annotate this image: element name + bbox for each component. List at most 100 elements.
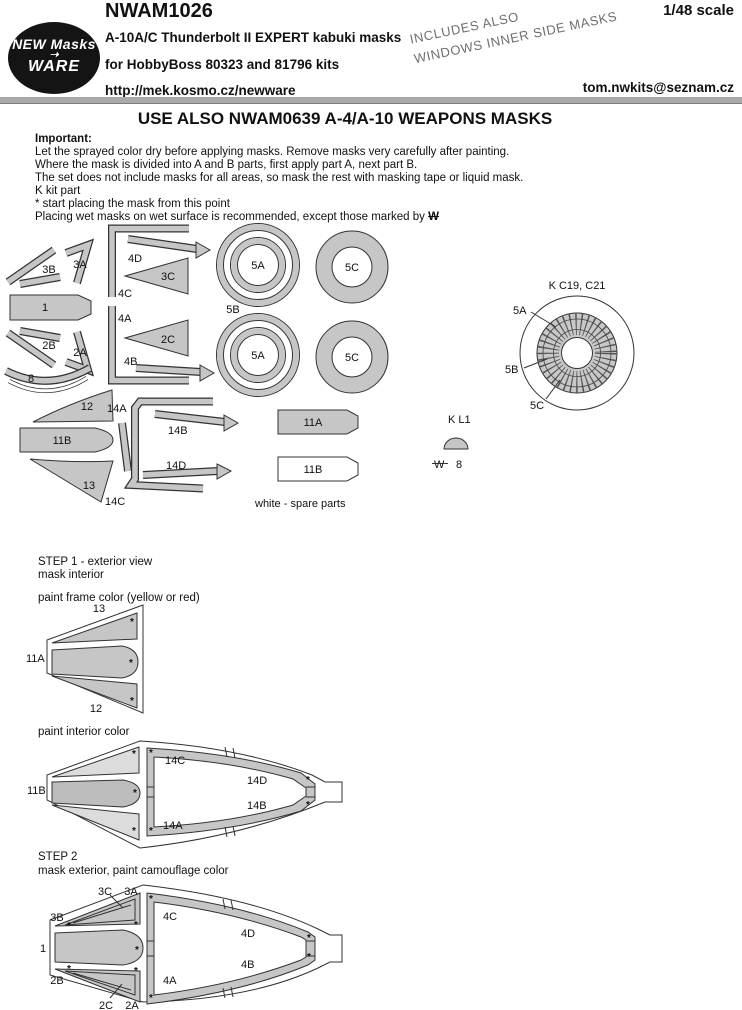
instruction-line: Where the mask is divided into A and B p… (35, 159, 418, 171)
windscreen-panels: * * * (51, 746, 141, 841)
start-marker: * (132, 826, 136, 837)
product-title: A-10A/C Thunderbolt II EXPERT kabuki mas… (105, 30, 402, 45)
part-label: 3C (161, 271, 175, 283)
part-label: 4C (118, 288, 132, 300)
part-label: 11A (304, 417, 323, 429)
part-label: 11B (53, 435, 72, 447)
part-label: 5A (251, 350, 265, 362)
start-marker: * (134, 920, 138, 931)
mask-part-8: 8 (4, 364, 92, 393)
step1-paint-note: paint frame color (yellow or red) (38, 592, 200, 604)
mask-part-13: 13 (29, 458, 114, 503)
product-code: NWAM1026 (105, 0, 213, 22)
label-3a: 3A (124, 886, 138, 898)
mask-part-4b: 4B (124, 356, 216, 382)
instruction-line: * start placing the mask from this point (35, 198, 230, 210)
part-label: 8 (28, 373, 34, 385)
engine-label-5b: 5B (505, 364, 518, 376)
label-2a: 2A (125, 1000, 139, 1010)
instruction-line-text: Placing wet masks on wet surface is reco… (35, 211, 425, 223)
start-marker: * (134, 966, 138, 977)
start-marker: * (149, 826, 153, 837)
part-label: 11B (304, 464, 323, 476)
part-label: 14D (166, 460, 186, 472)
newware-logo: NEW Masks ➝ WARE (8, 22, 100, 94)
mask-part-2a: 2A (64, 330, 95, 377)
engine-label-5c: 5C (530, 400, 544, 412)
label-1: 1 (40, 943, 46, 955)
mask-part-14b: 14B (154, 410, 240, 437)
label-11a: 11A (26, 653, 45, 665)
step2-diagram: * * * * * * * * * 3C 3A 3B 1 2B 2C 2A 4C… (40, 884, 343, 1010)
interior-paint-note: paint interior color (38, 726, 130, 738)
label-2c: 2C (99, 1000, 113, 1010)
mask-part-14d: 14D (142, 460, 233, 480)
label-14c: 14C (165, 755, 185, 767)
part-label-5b: 5B (226, 304, 239, 316)
step2-subtitle: mask exterior, paint camouflage color (38, 865, 229, 877)
start-marker: * (67, 921, 71, 932)
part-label: 4A (118, 313, 132, 325)
label-14b: 14B (247, 800, 267, 812)
part-label: 4D (128, 253, 142, 265)
lamp-part-number: 8 (456, 459, 462, 471)
label-4a: 4A (163, 975, 177, 987)
part-label: 5C (345, 352, 359, 364)
logo-text-top: NEW Masks (12, 36, 96, 52)
start-marker: * (129, 658, 133, 669)
spare-part-11b: 11B (277, 456, 359, 482)
label-14a: 14A (163, 820, 183, 832)
mask-part-1: 1 (9, 294, 92, 321)
logo-arrow-icon: ➝ (49, 49, 59, 61)
label-13: 13 (93, 603, 105, 615)
start-marker: * (135, 945, 139, 956)
label-2b: 2B (50, 975, 63, 987)
mask-part-5a-5b-bottom: 5A (216, 313, 300, 397)
label-4d: 4D (241, 928, 255, 940)
start-marker: * (133, 788, 137, 799)
mask-part-14c: 14C (105, 397, 213, 508)
canopy-frame-ring: * * * * (146, 892, 316, 1005)
start-marker: * (307, 933, 311, 944)
panel-12: * (51, 675, 138, 709)
part-label: 14A (107, 403, 127, 415)
instruction-line: K kit part (35, 185, 81, 197)
mask-part-14a: 14A (107, 403, 132, 472)
kit-compatibility: for HobbyBoss 80323 and 81796 kits (105, 57, 340, 72)
includes-note: INCLUDES ALSO WINDOWS INNER SIDE MASKS (408, 0, 619, 69)
mask-parts-sheet: 3B 3A 1 2B 2A 8 4C (4, 223, 635, 510)
part-label: 13 (83, 480, 95, 492)
start-marker: * (130, 696, 134, 707)
label-12: 12 (90, 703, 102, 715)
mask-part-2c: 2C (123, 319, 189, 357)
mask-part-3a: 3A (64, 238, 95, 285)
website-url: http://mek.kosmo.cz/newware (105, 83, 296, 98)
mask-part-4a: 4A (108, 306, 189, 385)
label-3c: 3C (98, 886, 112, 898)
start-marker: * (130, 617, 134, 628)
mask-part-4c: 4C (108, 224, 189, 300)
mask-part-5c-bottom: 5C (315, 320, 389, 394)
weapons-masks-notice: USE ALSO NWAM0639 A-4/A-10 WEAPONS MASKS (137, 109, 553, 128)
engine-title: K C19, C21 (549, 280, 606, 292)
step1-subtitle: mask interior (38, 569, 104, 581)
mask-part-5c-top: 5C (315, 230, 389, 304)
start-marker: * (149, 894, 153, 905)
label-11b: 11B (27, 785, 46, 797)
part-label: 1 (42, 302, 48, 314)
start-marker: * (306, 800, 310, 811)
start-marker: * (67, 964, 71, 975)
engine-fan-diagram: K C19, C21 5A 5B 5C (505, 280, 635, 412)
start-marker: * (306, 775, 310, 786)
panel-11a: * (51, 645, 139, 679)
contact-email: tom.nwkits@seznam.cz (582, 80, 734, 95)
mask-part-2b: 2B (5, 327, 61, 369)
label-3b: 3B (50, 912, 63, 924)
step2-title: STEP 2 (38, 851, 78, 863)
header-divider (0, 97, 742, 104)
scale-label: 1/48 scale (663, 2, 734, 19)
start-marker: * (132, 749, 136, 760)
panel-13: * (51, 612, 138, 644)
engine-label-5a: 5A (513, 305, 527, 317)
